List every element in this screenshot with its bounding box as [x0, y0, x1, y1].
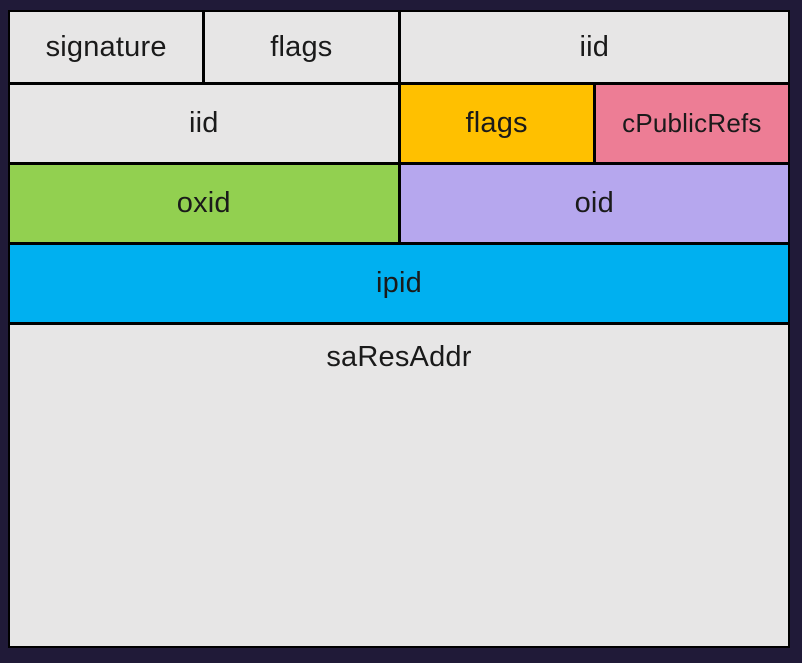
field-cell-iid-row2: iid [10, 85, 398, 162]
field-cell-oxid: oxid [10, 165, 398, 242]
structure-layout-diagram: signature flags iid iid flags cPublicRef… [8, 10, 790, 648]
field-cell-saresaddr: saResAddr [10, 325, 788, 646]
field-cell-flags-row2: flags [400, 85, 593, 162]
field-cell-ipid: ipid [10, 245, 788, 322]
field-cell-cpublicrefs: cPublicRefs [595, 85, 788, 162]
field-cell-iid-row1: iid [400, 12, 788, 82]
field-cell-signature: signature [10, 12, 203, 82]
field-cell-oid: oid [400, 165, 788, 242]
field-cell-flags-row1: flags [205, 12, 398, 82]
